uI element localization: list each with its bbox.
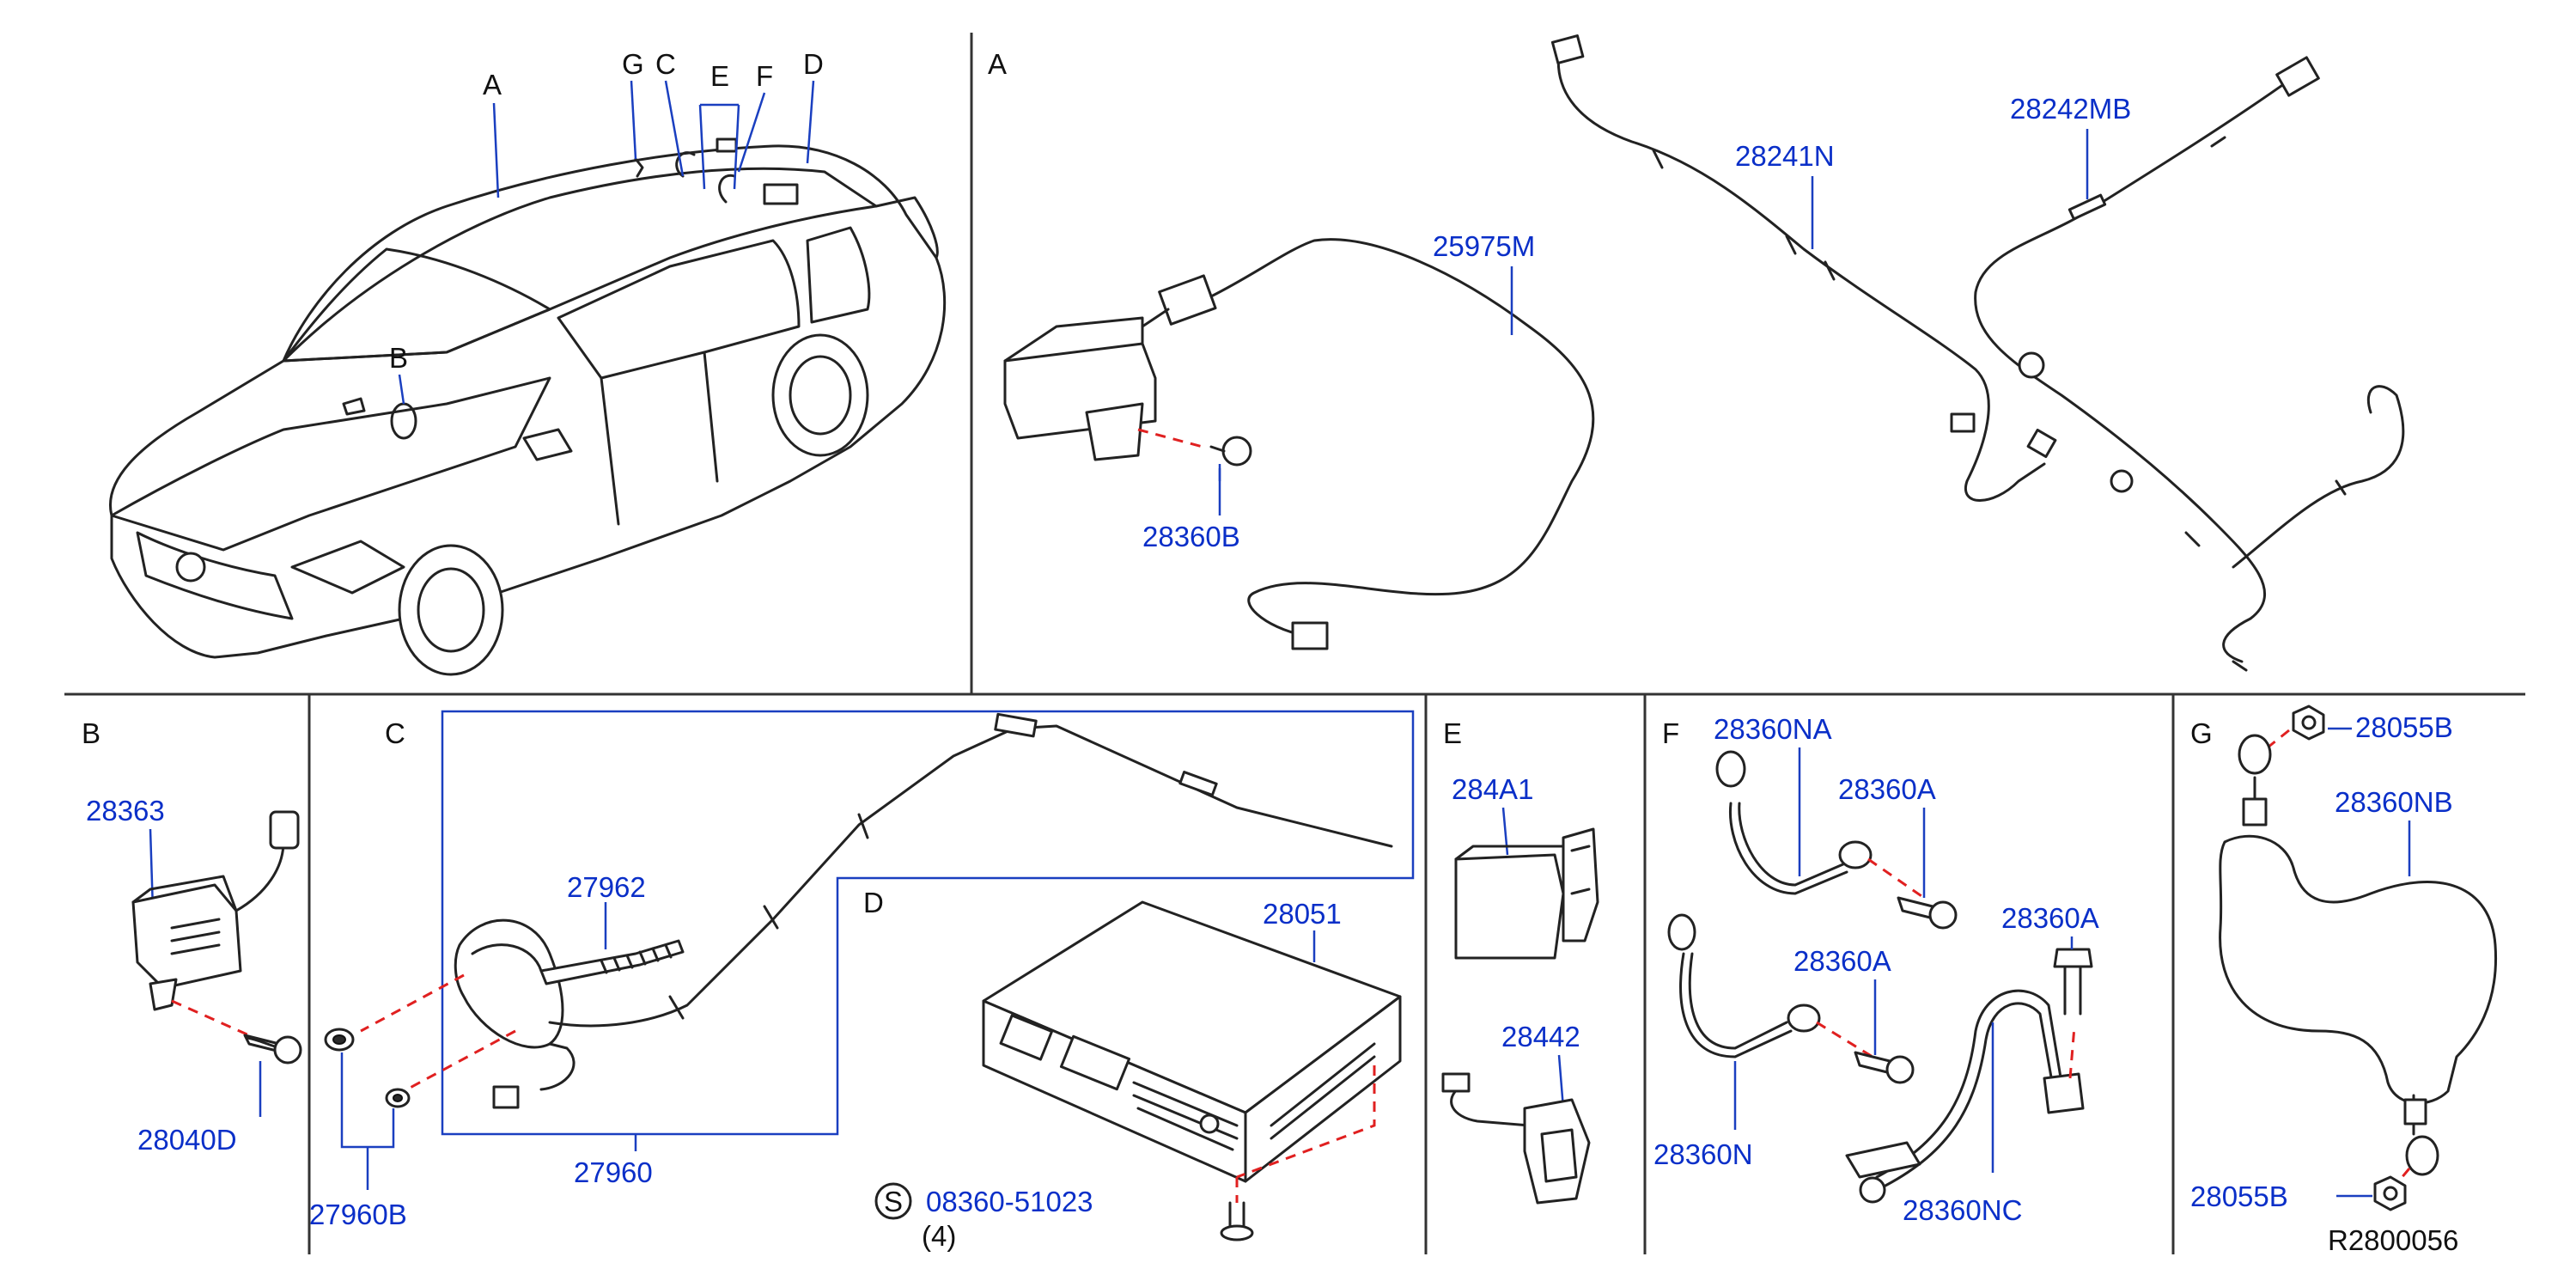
section-g-letter: G xyxy=(2190,717,2213,749)
diagram-code: R2800056 xyxy=(2328,1224,2458,1256)
section-c: C 27962 27960B 27960 xyxy=(309,710,1415,1230)
overview-label-e: E xyxy=(710,60,729,92)
part-28363: 28363 xyxy=(86,795,165,827)
part-28055b-2: 28055B xyxy=(2190,1180,2288,1212)
part-28241n: 28241N xyxy=(1735,140,1835,172)
overview-label-a: A xyxy=(483,69,502,101)
part-28051: 28051 xyxy=(1263,898,1342,930)
part-25975m: 25975M xyxy=(1433,230,1535,262)
part-27962: 27962 xyxy=(567,871,646,903)
part-28040d: 28040D xyxy=(137,1124,237,1156)
part-28360a-1: 28360A xyxy=(1838,773,1936,805)
part-28360a-3: 28360A xyxy=(2001,902,2099,934)
section-a-letter: A xyxy=(988,48,1007,80)
screw-quantity: (4) xyxy=(922,1220,956,1252)
section-f: F 28360NA 28360A 28360A 28360N xyxy=(1653,713,2099,1226)
vehicle-illustration xyxy=(109,137,947,676)
screw-symbol: S xyxy=(884,1186,903,1217)
overview-labels: A G C E F D B xyxy=(389,48,824,405)
part-27960: 27960 xyxy=(574,1156,653,1188)
overview-label-d: D xyxy=(803,48,824,80)
part-28055b-1: 28055B xyxy=(2355,711,2453,743)
part-28360nb: 28360NB xyxy=(2335,786,2453,818)
part-28360a-2: 28360A xyxy=(1793,945,1891,977)
section-g: G 28055B 28360NB 28055B R2800056 xyxy=(2190,705,2498,1256)
part-28360n: 28360N xyxy=(1653,1138,1753,1170)
part-28442: 28442 xyxy=(1501,1021,1580,1052)
section-b-letter: B xyxy=(82,717,100,749)
part-08360-51023: 08360-51023 xyxy=(926,1186,1093,1217)
section-e-letter: E xyxy=(1443,717,1462,749)
section-b: B 28363 28040D xyxy=(82,717,302,1156)
part-284a1: 284A1 xyxy=(1452,773,1533,805)
section-c-letter: C xyxy=(385,717,405,749)
section-e: E 284A1 28442 xyxy=(1441,717,1599,1205)
part-28360na: 28360NA xyxy=(1714,713,1832,745)
section-a: A 28360B 25975M 28241N 28242MB xyxy=(988,34,2405,672)
part-28360b: 28360B xyxy=(1142,521,1240,552)
section-d: D 28051 S 08360-51023 (4) xyxy=(863,887,1402,1252)
overview-label-f: F xyxy=(756,60,773,92)
section-dividers xyxy=(64,33,2525,1254)
overview-label-b: B xyxy=(389,342,408,374)
section-f-letter: F xyxy=(1662,717,1679,749)
part-27960b: 27960B xyxy=(309,1199,407,1230)
part-28360nc: 28360NC xyxy=(1903,1194,2022,1226)
section-d-letter: D xyxy=(863,887,884,918)
part-28242mb: 28242MB xyxy=(2010,93,2131,125)
overview-label-c: C xyxy=(655,48,676,80)
overview-label-g: G xyxy=(622,48,644,80)
